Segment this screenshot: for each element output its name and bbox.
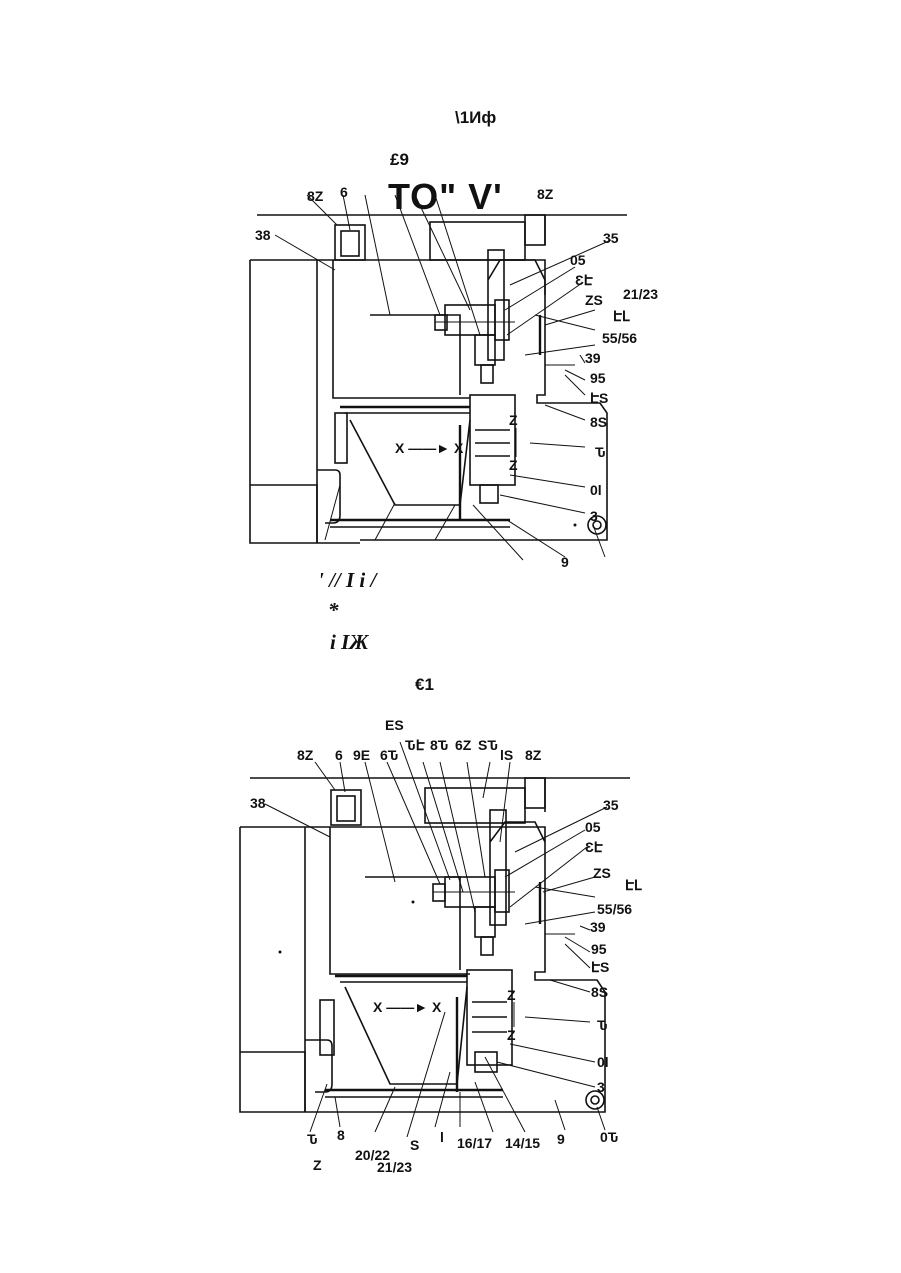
fig-b-label-right-8: 95 xyxy=(591,941,607,957)
fig-a-axis-z-bottom: Z xyxy=(509,457,518,473)
fig-b-label-right-4: ZS xyxy=(593,865,611,881)
fig-a-label-left-1: 38 xyxy=(255,227,271,243)
fig-a-label-right-12: Ԏ xyxy=(595,444,606,460)
fig-b-label-top-7: 8Ԏ xyxy=(430,737,449,753)
fig-b-label-right-13: 3 xyxy=(597,1079,605,1095)
fig-b-label-top-1: 8Z xyxy=(297,747,314,763)
fig-b-label-bottom-6: S xyxy=(410,1137,419,1153)
fig-a-label-right-1: 35 xyxy=(603,230,619,246)
scribble-line-2: * xyxy=(328,598,339,623)
fig-b-label-bottom-5: 21/23 xyxy=(377,1159,412,1175)
fig-b-label-right-11: Ԏ xyxy=(597,1017,608,1033)
fig-a-label-right-8: 39 xyxy=(585,350,601,366)
fig-a-label-top-1: 8Z xyxy=(307,188,324,204)
fig-b-axis-z-top: Z xyxy=(507,987,516,1003)
fig-b-label-top-4: 6Ԏ xyxy=(380,747,399,763)
fig-b-axis-x: X ——► X xyxy=(373,999,442,1015)
fig-b-label-right-3: ƐԷ xyxy=(585,839,603,855)
fig-b-label-bottom-2: Z xyxy=(313,1157,322,1173)
fig-b-label-bottom-7: l xyxy=(440,1129,444,1145)
fig-b-label-top-2: 6 xyxy=(335,747,343,763)
fig-b-label-top-10: lS xyxy=(500,747,513,763)
figure-a-drawing: 8Z 6 8Z 38 35 05 ƐԷ 21/23 ZS ԷԼ 55/56 39… xyxy=(245,185,665,570)
fig-b-axis-z-bottom: Z xyxy=(507,1027,516,1043)
fig-b-label-bottom-9: 14/15 xyxy=(505,1135,540,1151)
fig-a-label-right-4: 21/23 xyxy=(623,286,658,302)
fig-b-label-right-1: 35 xyxy=(603,797,619,813)
fig-a-label-right-9: 95 xyxy=(590,370,606,386)
fig-b-label-bottom-8: 16/17 xyxy=(457,1135,492,1151)
fig-a-axis-z-top: Z xyxy=(509,412,518,428)
fig-a-label-right-5: ZS xyxy=(585,292,603,308)
fig-b-label-right-2: 05 xyxy=(585,819,601,835)
fig-b-label-bottom-10: 9 xyxy=(557,1131,565,1147)
fig-b-label-right-6: 55/56 xyxy=(597,901,632,917)
fig-a-label-top-2: 6 xyxy=(340,185,348,200)
scribble-line-3: i IЖ xyxy=(330,630,369,655)
fig-b-label-top-8: 6Z xyxy=(455,737,472,753)
figure-a-label: £9 xyxy=(390,150,409,170)
fig-b-label-bottom-1: Ԏ xyxy=(307,1131,318,1147)
fig-b-label-right-9: ԷS xyxy=(591,959,609,975)
fig-a-label-right-14: 3 xyxy=(590,508,598,524)
fig-b-label-top-3: 9E xyxy=(353,747,370,763)
figure-b-drawing: 8Z 6 9E 6Ԏ ES ԎԷ 8Ԏ 6Z SԎ lS 8Z 38 35 05… xyxy=(235,712,665,1192)
fig-a-label-right-10: ԷS xyxy=(590,390,608,406)
fig-b-label-left-1: 38 xyxy=(250,795,266,811)
fig-b-label-right-10: 8S xyxy=(591,984,608,1000)
fig-a-label-right-11: 8S xyxy=(590,414,607,430)
fig-a-label-right-2: 05 xyxy=(570,252,586,268)
fig-b-label-right-7: 39 xyxy=(590,919,606,935)
fig-b-label-top-9: SԎ xyxy=(478,737,498,753)
fig-b-label-top-11: 8Z xyxy=(525,747,542,763)
figure-b-label: €1 xyxy=(415,675,434,695)
fig-a-label-right-3: ƐԷ xyxy=(575,272,593,288)
fig-b-label-bottom-3: 8 xyxy=(337,1127,345,1143)
fig-a-label-bottom-1: 9 xyxy=(561,554,569,570)
fig-a-label-top-3: 8Z xyxy=(537,186,554,202)
fig-a-axis-x: X ——► X xyxy=(395,440,464,456)
fig-b-label-top-6: ԎԷ xyxy=(405,737,425,753)
fig-a-label-right-6: ԷԼ xyxy=(613,308,630,324)
fig-b-label-top-5: ES xyxy=(385,717,404,733)
fig-b-label-right-14: 0Ԏ xyxy=(600,1129,619,1145)
fig-a-label-right-7: 55/56 xyxy=(602,330,637,346)
fig-b-label-right-5: ԷԼ xyxy=(625,877,642,893)
scribble-line-1: ' // I i / xyxy=(318,568,376,593)
page-code: \1Иф xyxy=(455,108,496,128)
fig-b-label-right-12: 0l xyxy=(597,1054,609,1070)
fig-a-label-right-13: 0l xyxy=(590,482,602,498)
